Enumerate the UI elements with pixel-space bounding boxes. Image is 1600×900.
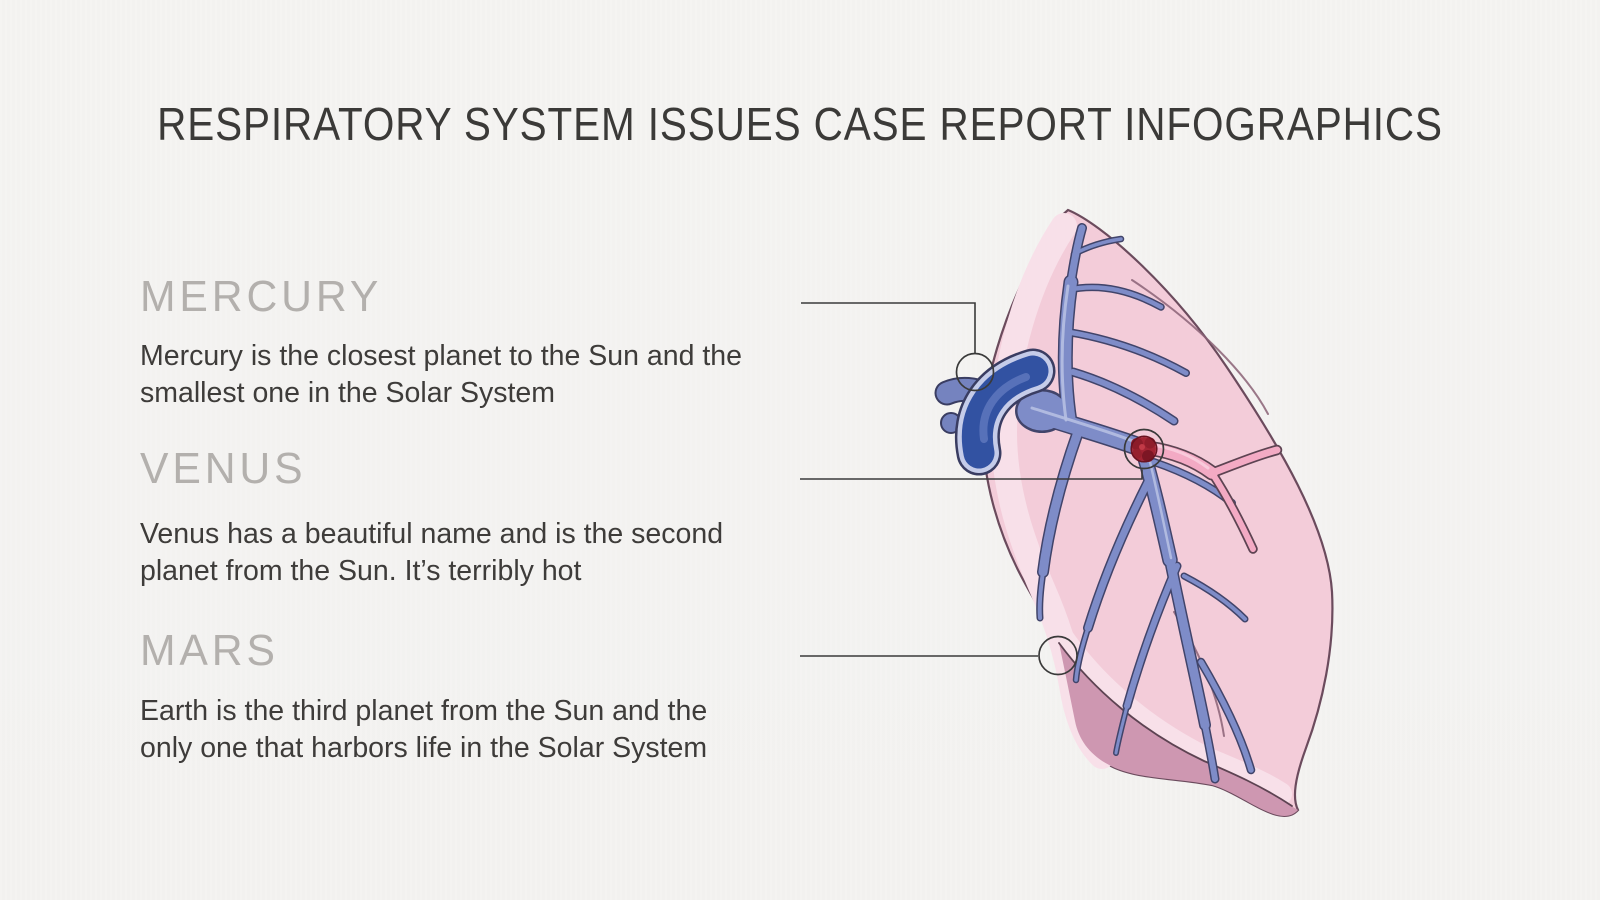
page-title: RESPIRATORY SYSTEM ISSUES CASE REPORT IN… [157, 98, 1443, 150]
body-line: planet from the Sun. It’s terribly hot [140, 555, 582, 587]
section-body-mars: Earth is the third planet from the Sun a… [140, 693, 707, 767]
callout-circle-venus [1123, 428, 1165, 470]
body-line: Earth is the third planet from the Sun a… [140, 695, 708, 727]
lung-illustration [800, 208, 1334, 817]
section-heading-venus: VENUS [140, 444, 307, 493]
body-line: Mercury is the closest planet to the Sun… [140, 340, 743, 372]
callout-line-venus [800, 469, 1143, 480]
section-heading-mars: MARS [140, 626, 279, 675]
section-heading-mercury: MERCURY [140, 272, 383, 321]
body-line: smallest one in the Solar System [140, 377, 556, 409]
callout-circle-mercury [955, 352, 995, 392]
section-body-mercury: Mercury is the closest planet to the Sun… [140, 338, 742, 412]
pulmonary-artery-highlight [979, 373, 1030, 443]
body-line: only one that harbors life in the Solar … [140, 732, 708, 764]
section-body-venus: Venus has a beautiful name and is the se… [140, 516, 723, 590]
lower-lobe-shape [1059, 643, 1298, 816]
callout-annotations [800, 302, 1165, 676]
lower-lobe-highlight [1046, 620, 1292, 806]
callout-circle-mars [1038, 635, 1078, 676]
body-line: Venus has a beautiful name and is the se… [140, 518, 724, 550]
lower-lobe-edge-line [1058, 642, 1293, 807]
fissure-line-upper [1131, 279, 1269, 415]
callout-line-mercury [801, 302, 976, 353]
embolus-clot [1130, 435, 1158, 463]
